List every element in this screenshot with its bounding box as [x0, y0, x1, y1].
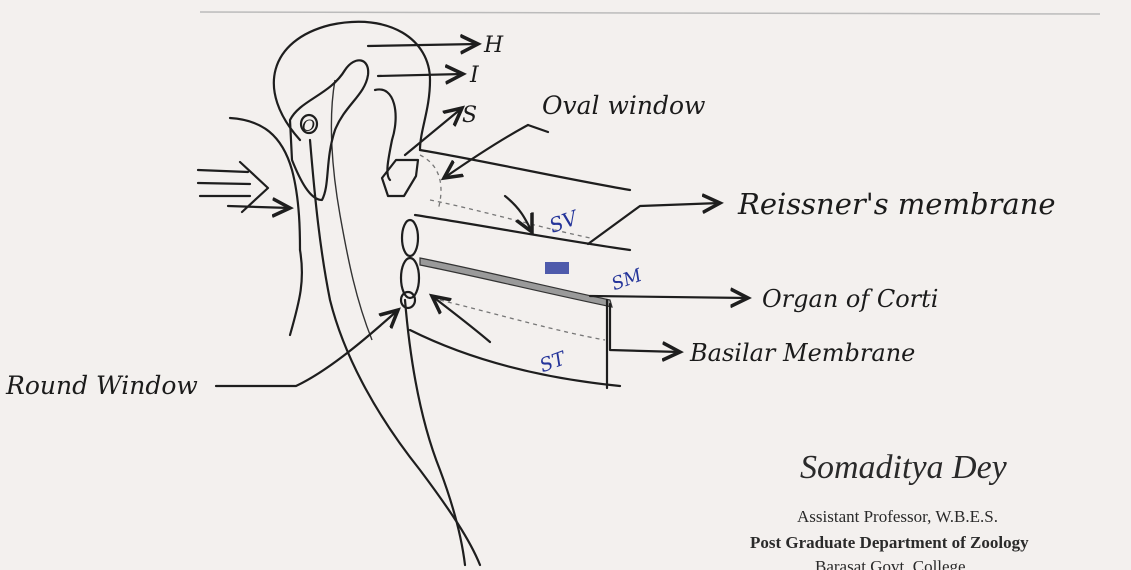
- corti-leader: [590, 296, 748, 298]
- label-i: I: [469, 63, 480, 88]
- signature-name: Somaditya Dey: [800, 449, 1008, 486]
- page-rule: [200, 12, 1100, 14]
- flow-arrow-sv: [505, 196, 532, 232]
- eustachian-outline-left: [310, 140, 480, 565]
- label-st: ST: [537, 347, 570, 377]
- label-reissners-membrane: Reissner's membrane: [737, 187, 1056, 221]
- basilar-membrane-hatch: [420, 258, 612, 307]
- label-sv: SV: [546, 205, 583, 238]
- round-window-oval: [401, 292, 415, 308]
- label-h: H: [483, 33, 504, 58]
- flow-arrow-st: [432, 296, 490, 342]
- ear-canal-lower: [290, 250, 302, 335]
- i-leader: [378, 74, 463, 76]
- sound-line-2: [198, 183, 250, 184]
- signature-department: Post Graduate Department of Zoology: [750, 533, 1029, 552]
- sm-dashed: [440, 300, 605, 340]
- oval-window-tick: [528, 125, 548, 132]
- sound-arrow-head: [240, 162, 268, 212]
- outer-ear-outline: [274, 22, 430, 150]
- reissner-line: [415, 215, 630, 250]
- basilar-leader: [610, 304, 680, 352]
- label-round-window: Round Window: [5, 371, 198, 400]
- incus-shape: [375, 89, 396, 180]
- label-basilar-membrane: Basilar Membrane: [689, 339, 915, 367]
- scala-vestibuli-top: [420, 150, 630, 190]
- label-oval-window: Oval window: [542, 91, 705, 120]
- h-leader: [368, 44, 478, 46]
- eustachian-outline-right: [405, 300, 465, 565]
- scribble-mark: [545, 262, 569, 274]
- label-sm: SM: [609, 265, 646, 295]
- signature-college: Barasat Govt. College: [815, 557, 966, 570]
- signature-title: Assistant Professor, W.B.E.S.: [797, 507, 998, 526]
- middle-ear-inner: [331, 80, 372, 340]
- label-organ-of-corti: Organ of Corti: [762, 285, 938, 313]
- scala-tympani-bottom: [410, 330, 620, 386]
- label-o: O: [302, 116, 315, 135]
- round-window-leader: [216, 310, 398, 386]
- ossicle-link-1: [402, 220, 418, 256]
- label-s: S: [462, 103, 477, 128]
- sound-line-1: [198, 170, 248, 172]
- s-leader: [405, 108, 462, 155]
- oval-window-leader: [444, 125, 528, 178]
- sound-arrow: [228, 206, 290, 208]
- reissner-leader: [588, 203, 720, 244]
